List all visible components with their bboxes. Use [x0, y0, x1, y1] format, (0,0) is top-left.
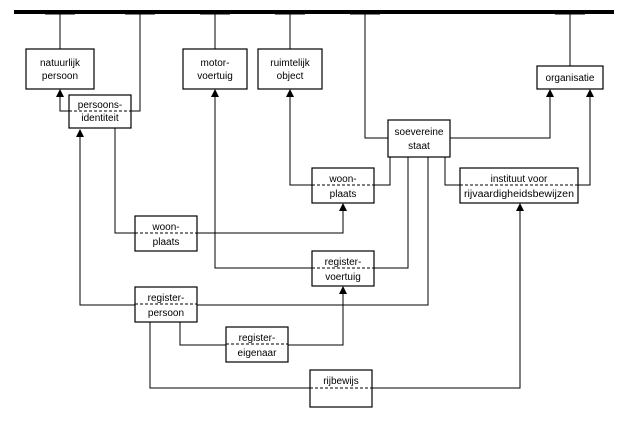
node-label: voertuig: [325, 272, 361, 283]
edge-rijbewijs-instituut: [372, 203, 524, 389]
node-label: persoon: [148, 308, 184, 319]
node-label: woon-: [151, 222, 179, 233]
node-label: ruimtelijk: [270, 58, 310, 69]
node-registereigenaar: register- eigenaar: [225, 326, 289, 363]
node-rijbewijs: rijbewijs: [309, 369, 373, 408]
edge-registerpersoon-registereigenaar: [179, 321, 226, 346]
node-label: organisatie: [546, 73, 595, 84]
node-label: woon-: [328, 174, 356, 185]
edge-registereigenaar-registervoertuig: [288, 286, 347, 346]
node-label: plaats: [330, 189, 357, 200]
edge-persoonsidentiteit-natuurlijk-persoon: [56, 89, 69, 112]
edge-instituut-organisatie: [578, 89, 594, 186]
node-label: eigenaar: [238, 348, 278, 359]
node-persoonsidentiteit: persoons- identiteit: [68, 94, 132, 129]
node-label: persoons-: [78, 100, 122, 111]
node-label: natuurlijk: [40, 58, 81, 69]
edge-staat-registerpersoon: [197, 157, 429, 306]
edge-staat-instituut: [444, 157, 462, 186]
edge-woonplaats-woonplaats: [197, 203, 347, 234]
node-soevereine-staat: soevereine staat: [387, 119, 451, 158]
node-instituut-rijvaardigheidsbewijzen: instituut voor rijvaardigheidsbewijzen: [459, 167, 579, 204]
node-motorvoertuig: motor- voertuig: [182, 48, 248, 90]
node-registervoertuig: register- voertuig: [311, 250, 375, 287]
node-label: persoon: [42, 71, 78, 82]
node-label: identiteit: [81, 113, 118, 124]
node-label: register-: [239, 333, 276, 344]
edge-registerpersoon-rijbewijs: [149, 321, 310, 389]
node-label: rijvaardigheidsbewijzen: [464, 189, 574, 200]
node-ruimtelijk-object: ruimtelijk object: [257, 48, 323, 90]
node-natuurlijk-persoon: natuurlijk persoon: [25, 48, 95, 90]
node-label: soevereine: [395, 127, 444, 138]
edge-registerpersoon-persoonsidentiteit: [76, 129, 135, 306]
node-label: object: [277, 71, 304, 82]
node-woonplaats-left: woon- plaats: [134, 215, 198, 252]
node-label: instituut voor: [491, 174, 548, 185]
node-organisatie: organisatie: [536, 65, 604, 90]
edge-staat-registervoertuig: [374, 157, 409, 269]
edge-persoonsidentiteit-woonplaats: [114, 128, 135, 234]
edge-woonplaats-ruimtelijk-object: [286, 89, 312, 186]
edge-registervoertuig-motorvoertuig: [211, 89, 312, 269]
node-label: register-: [148, 293, 185, 304]
edge-staat-organisatie: [449, 89, 554, 139]
node-label: rijbewijs: [323, 376, 359, 387]
edge-staat-woonplaats: [374, 157, 391, 186]
relationship-edges: [56, 89, 594, 389]
node-label: plaats: [153, 237, 180, 248]
node-label: staat: [408, 141, 430, 152]
node-woonplaats-top: woon- plaats: [311, 167, 375, 204]
node-registerpersoon: register- persoon: [134, 286, 198, 323]
node-label: voertuig: [197, 71, 233, 82]
node-label: register-: [325, 257, 362, 268]
node-label: motor-: [201, 58, 230, 69]
